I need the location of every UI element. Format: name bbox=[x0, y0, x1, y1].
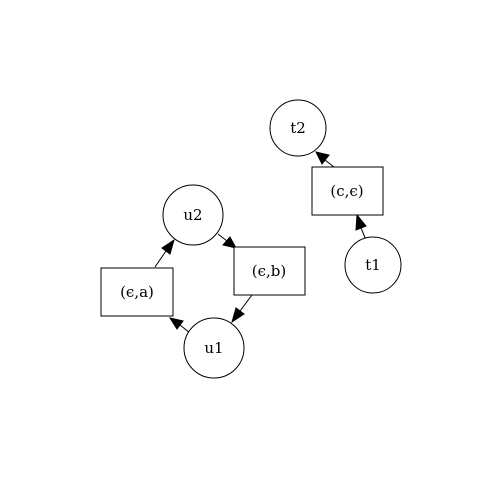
transition-label-c-eps: (c,ϵ) bbox=[330, 182, 363, 200]
edge-u1-to-eps-a bbox=[168, 317, 191, 334]
transition-box-eps-b: (ϵ,b) bbox=[233, 246, 306, 296]
state-label-t2: t2 bbox=[290, 119, 306, 137]
transition-box-c-eps: (c,ϵ) bbox=[311, 166, 384, 216]
state-node-u1: u1 bbox=[183, 317, 245, 379]
state-node-t1: t1 bbox=[344, 236, 402, 294]
state-node-u2: u2 bbox=[162, 184, 224, 246]
edge-eps-a-to-u2 bbox=[154, 238, 175, 268]
edge-u2-to-eps-b bbox=[217, 233, 237, 249]
state-node-t2: t2 bbox=[269, 99, 327, 157]
state-label-t1: t1 bbox=[365, 256, 381, 274]
edge-eps-b-to-u1 bbox=[231, 294, 253, 324]
transition-label-eps-a: (ϵ,a) bbox=[120, 283, 154, 301]
transition-box-eps-a: (ϵ,a) bbox=[100, 267, 174, 317]
transition-label-eps-b: (ϵ,b) bbox=[252, 262, 286, 280]
edge-c-eps-to-t2 bbox=[315, 151, 335, 168]
state-label-u1: u1 bbox=[204, 339, 223, 357]
state-label-u2: u2 bbox=[183, 206, 202, 224]
edge-t1-to-c-eps bbox=[355, 213, 367, 241]
